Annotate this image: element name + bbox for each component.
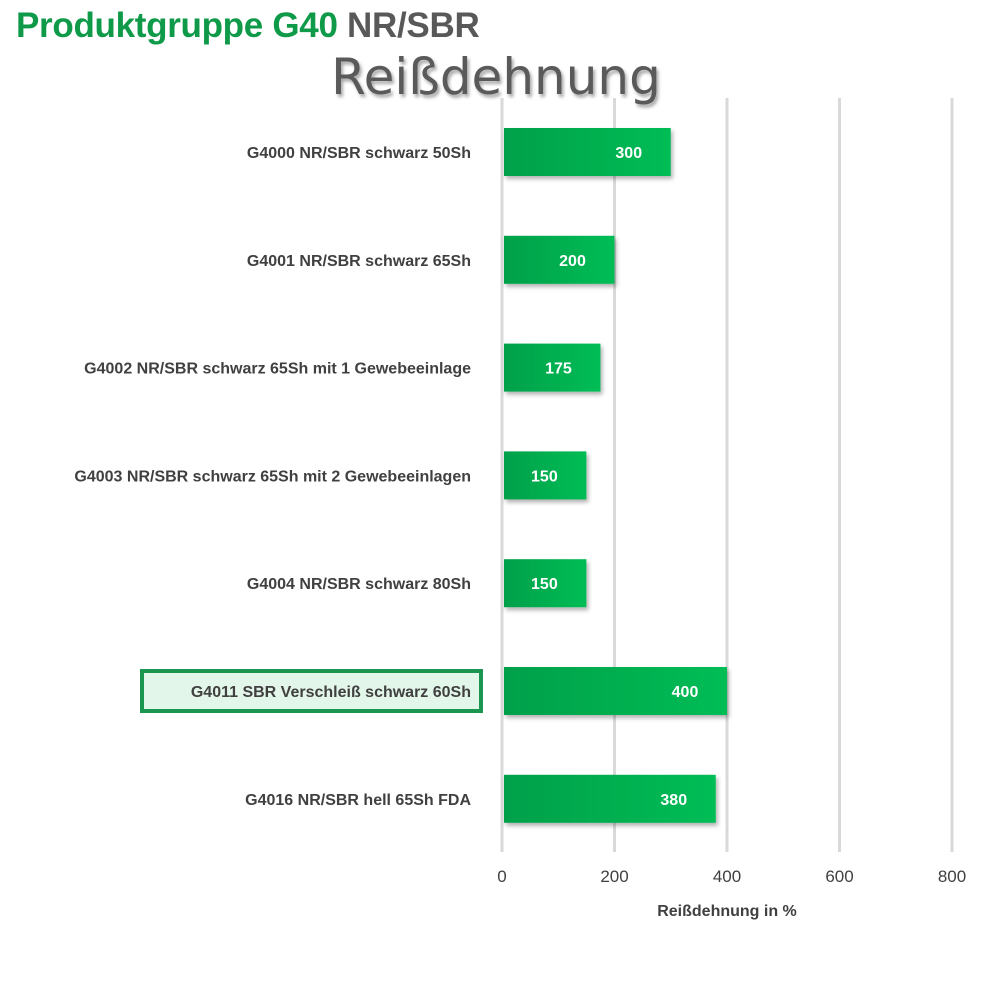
bar-value-label: 400 [672,684,699,701]
material-name: NR/SBR [347,6,480,45]
category-label: G4016 NR/SBR hell 65Sh FDA [245,792,471,809]
chart-title-text: Reißdehnung [331,48,661,106]
highlight-box [140,669,483,713]
category-label: G4001 NR/SBR schwarz 65Sh [247,253,471,270]
bar-value-label: 150 [531,468,558,485]
x-tick-label: 200 [600,867,628,886]
bar [504,667,727,715]
x-axis-ticks: 0 200 400 600 800 [497,867,966,886]
x-tick-label: 800 [938,867,966,886]
category-label: G4011 SBR Verschleiß schwarz 60Sh [191,684,471,701]
highlight-layer [140,669,483,713]
category-label: G4002 NR/SBR schwarz 65Sh mit 1 Gewebeei… [84,361,471,378]
bar-value-label: 175 [545,361,572,378]
bar-value-label: 300 [615,145,642,162]
gridlines [500,98,954,852]
x-tick-label: 0 [497,867,506,886]
bar [504,128,671,176]
bar [504,343,601,392]
x-tick-label: 600 [825,867,853,886]
bar [504,559,587,608]
x-axis-title: Reißdehnung in % [657,903,797,920]
category-label: G4000 NR/SBR schwarz 50Sh [247,145,471,162]
bar-value-label: 380 [660,792,687,809]
category-label: G4003 NR/SBR schwarz 65Sh mit 2 Gewebeei… [74,468,471,485]
bar-value-label: 200 [559,253,586,270]
bar-value-label: 150 [531,576,558,593]
bar [504,774,716,823]
chart-title: Reißdehnung [0,48,1000,106]
bars: 300 200 175 150 150 400 380 [504,128,727,823]
x-tick-label: 400 [713,867,741,886]
category-label: G4004 NR/SBR schwarz 80Sh [247,576,471,593]
product-group-title: Produktgruppe G40 NR/SBR [16,6,480,46]
product-group-name: Produktgruppe G40 [16,6,338,45]
bar [504,235,615,284]
bar [504,451,587,500]
